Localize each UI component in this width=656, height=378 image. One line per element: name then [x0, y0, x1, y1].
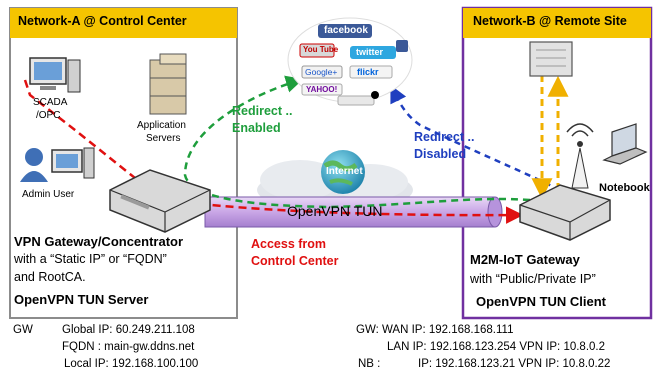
- info-b-nb: NB :: [358, 358, 381, 370]
- redirect-disabled-label-1: Redirect ..: [414, 130, 475, 144]
- redirect-disabled-path: [390, 84, 561, 192]
- info-a-global-ip: Global IP: 60.249.211.108: [62, 324, 195, 336]
- tunnel-label: OpenVPN TUN: [287, 203, 383, 219]
- social-media-cluster: [287, 17, 413, 106]
- redirect-enabled-label-1: Redirect ..: [232, 104, 293, 118]
- info-b-gw-wan: GW: WAN IP: 192.168.168.111: [356, 324, 514, 336]
- vpn-gateway-device-icon: [109, 169, 211, 233]
- info-b-lan: LAN IP: 192.168.123.254 VPN IP: 10.8.0.2: [387, 341, 606, 353]
- notebook-label: Notebook: [599, 182, 650, 194]
- admin-user-icon: [20, 147, 95, 182]
- app-servers-label-2: Servers: [146, 133, 181, 144]
- network-a-title: Network-A @ Control Center: [18, 14, 187, 28]
- internet-globe-icon: [321, 150, 365, 194]
- app-servers-label-1: Application: [137, 120, 186, 131]
- remote-device-icon: [529, 41, 573, 77]
- vpn-gateway-title: VPN Gateway/Concentrator: [14, 234, 184, 249]
- scada-label: SCADA: [33, 97, 68, 108]
- twitter-logo: twitter: [356, 47, 383, 57]
- google-logo: Google+: [305, 67, 338, 77]
- m2m-gateway-device-icon: [519, 123, 611, 241]
- access-label-2: Control Center: [251, 254, 339, 268]
- vpn-gateway-role: OpenVPN TUN Server: [14, 292, 149, 307]
- remote-device-link: [531, 75, 569, 200]
- network-b-box: [461, 6, 653, 320]
- access-path: [23, 79, 524, 224]
- network-b-title: Network-B @ Remote Site: [473, 14, 627, 28]
- admin-user-label: Admin User: [22, 189, 75, 200]
- flickr-logo: flickr: [357, 67, 379, 77]
- facebook-logo: facebook: [324, 25, 368, 36]
- m2m-gateway-line2: with “Public/Private IP”: [470, 272, 596, 286]
- redirect-enabled-label-2: Enabled: [232, 121, 281, 135]
- redirect-enabled-path: [183, 75, 531, 209]
- vpn-gateway-line2: with a “Static IP” or “FQDN”: [14, 252, 167, 266]
- notebook-icon: [602, 123, 648, 165]
- info-b-nb-ip: IP: 192.168.123.21 VPN IP: 10.8.0.22: [418, 358, 611, 370]
- redirect-disabled-label-2: Disabled: [414, 147, 467, 161]
- opc-label: /OPC: [36, 110, 61, 121]
- internet-label: Internet: [326, 166, 363, 177]
- access-label-1: Access from: [251, 237, 327, 251]
- m2m-gateway-title: M2M-IoT Gateway: [470, 252, 580, 267]
- network-a-box: [9, 7, 238, 319]
- info-a-fqdn: FQDN : main-gw.ddns.net: [62, 341, 195, 353]
- youtube-logo: You Tube: [303, 45, 339, 54]
- yahoo-logo: YAHOO!: [306, 85, 338, 94]
- scada-pc-icon: [29, 57, 81, 93]
- vpn-gateway-line3: and RootCA.: [14, 270, 86, 284]
- application-servers-icon: [149, 53, 187, 115]
- m2m-gateway-role: OpenVPN TUN Client: [476, 294, 607, 309]
- info-a-local-ip: Local IP: 192.168.100.100: [64, 358, 199, 370]
- info-a-gw: GW: [13, 324, 33, 336]
